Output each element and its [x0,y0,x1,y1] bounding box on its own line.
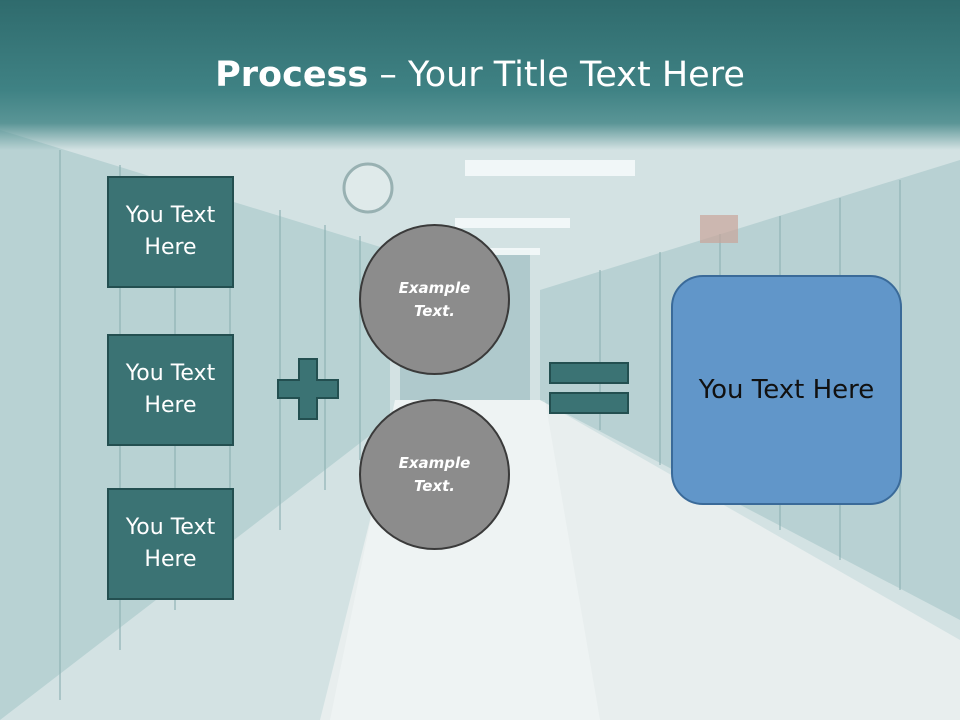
example-circle-1[interactable]: Example Text. [359,224,510,375]
equals-icon [549,362,629,414]
example-circle-2[interactable]: Example Text. [359,399,510,550]
input-box-1[interactable]: You Text Here [107,176,234,288]
title-rest-text: – Your Title Text Here [368,55,745,95]
slide-title: Process – Your Title Text Here [0,52,960,98]
result-box[interactable]: You Text Here [671,275,902,505]
input-box-2[interactable]: You Text Here [107,334,234,446]
title-bold-text: Process [215,55,369,95]
plus-icon [277,358,339,420]
input-box-3[interactable]: You Text Here [107,488,234,600]
title-band [0,0,960,150]
